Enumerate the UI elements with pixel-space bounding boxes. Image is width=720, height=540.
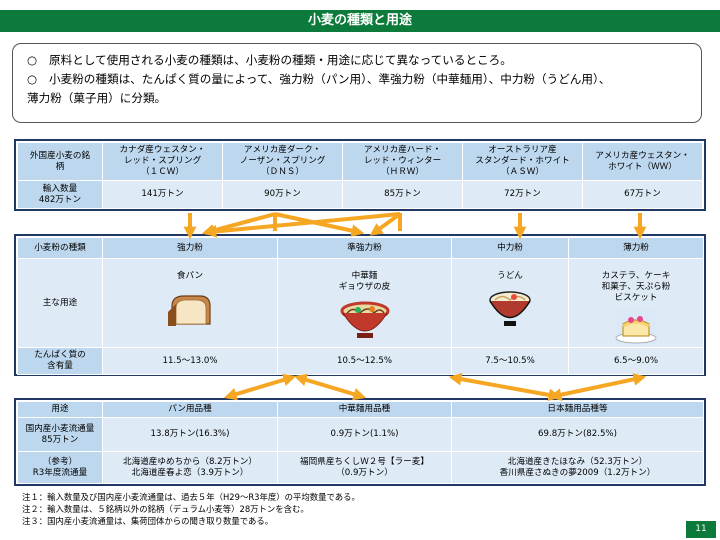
udon-bowl-icon: [489, 291, 531, 326]
flour-table: 小麦粉の種類 強力粉 準強力粉 中力粉 薄力粉 主な用途 食パン 中華麺 ギョウ…: [17, 237, 704, 375]
summary-bullet: ○ 原料として使用される小麦の種類は、小麦粉の種類・用途に応じて異なっているとこ…: [27, 51, 691, 70]
summary-bullet: ○ 小麦粉の種類は、たんぱく質の量によって、強力粉（パン用）、準強力粉（中華麺用…: [27, 70, 691, 89]
flour-type-soft: 薄力粉: [568, 237, 704, 259]
flour-type-semi-strong: 準強力粉: [277, 237, 452, 259]
protein-semi-strong: 10.5～12.5%: [277, 347, 452, 375]
summary-line-continued: 薄力粉（菓子用）に分類。: [27, 91, 167, 105]
volume-dns: 90万トン: [222, 180, 343, 209]
use-strong: 食パン: [102, 258, 278, 348]
protein-strong: 11.5～13.0%: [102, 347, 278, 375]
cake-icon: [615, 310, 657, 344]
circulation-label: 国内産小麦流通量 85万トン: [17, 417, 103, 452]
arrow-bread-link: [223, 373, 297, 401]
group-chinese-noodle: 中華麺用品種: [277, 401, 452, 418]
variety-hrw: アメリカ産ハード・ レッド・ウィンター （ＨＲＷ）: [342, 142, 463, 181]
arrow-hrw-to-semi: [369, 212, 402, 236]
summary-line: 小麦粉の種類は、たんぱく質の量によって、強力粉（パン用）、準強力粉（中華麺用）、…: [49, 72, 611, 86]
circulation-bread: 13.8万トン(16.3%): [102, 417, 278, 452]
use-soft: カステラ、ケーキ 和菓子、天ぷら粉 ビスケット: [568, 258, 704, 348]
use-strong-text: 食パン: [176, 271, 204, 281]
flour-type-strong: 強力粉: [102, 237, 278, 259]
protein-soft: 6.5～9.0%: [568, 347, 704, 375]
arrow-chinese-link: [293, 373, 367, 401]
volume-ww: 67万トン: [582, 180, 703, 209]
use-soft-text: カステラ、ケーキ 和菓子、天ぷら粉 ビスケット: [601, 271, 671, 303]
variety-1cw: カナダ産ウェスタン・ レッド・スプリング （１ＣＷ）: [102, 142, 223, 181]
flour-type-medium: 中力粉: [451, 237, 569, 259]
volume-hrw: 85万トン: [342, 180, 463, 209]
summary-box: ○ 原料として使用される小麦の種類は、小麦粉の種類・用途に応じて異なっているとこ…: [12, 43, 702, 123]
use-semi-strong-text: 中華麺 ギョウザの皮: [338, 271, 391, 292]
variety-ww: アメリカ産ウェスタン・ ホワイト（ＷＷ）: [582, 142, 703, 181]
protein-medium: 7.5～10.5%: [451, 347, 569, 375]
use-semi-strong: 中華麺 ギョウザの皮: [277, 258, 452, 348]
reference-bread: 北海道産ゆめちから（8.2万トン） 北海道産春よ恋（3.9万トン）: [102, 451, 278, 484]
import-variety-label: 外国産小麦の銘柄: [17, 142, 103, 181]
protein-label: たんぱく質の 含有量: [17, 347, 103, 375]
footnote-3: 注３：国内産小麦流通量は、集荷団体からの聞き取り数量である。: [22, 516, 274, 526]
page-title: 小麦の種類と用途: [0, 10, 720, 32]
variety-asw: オーストラリア産 スタンダード・ホワイト （ＡＳＷ）: [462, 142, 583, 181]
ramen-bowl-icon: [340, 301, 389, 338]
summary-line: 原料として使用される小麦の種類は、小麦粉の種類・用途に応じて異なっているところ。: [49, 53, 512, 67]
circulation-chinese-noodle: 0.9万トン(1.1%): [277, 417, 452, 452]
reference-label: （参考） R3年度流通量: [17, 451, 103, 484]
arrow-dns-to-strong: [201, 212, 276, 237]
domestic-table: 用途 パン用品種 中華麺用品種 日本麺用品種等 国内産小麦流通量 85万トン 1…: [17, 401, 704, 484]
bullet-circle-icon: ○: [27, 53, 38, 67]
use-medium-text: うどん: [497, 271, 523, 281]
variety-dns: アメリカ産ダーク・ ノーザン・スプリング （ＤＮＳ）: [222, 142, 343, 181]
circulation-japanese-noodle: 69.8万トン(82.5%): [451, 417, 704, 452]
bullet-circle-icon: ○: [27, 72, 38, 86]
import-volume-label: 輸入数量 482万トン: [17, 180, 103, 209]
arrow-japanese-soft-link: [548, 373, 647, 401]
page-number: 11: [686, 521, 716, 538]
group-bread: パン用品種: [102, 401, 278, 418]
reference-japanese-noodle: 北海道産きたほなみ（52.3万トン） 香川県産さぬきの夢2009（1.2万トン）: [451, 451, 704, 484]
main-use-label: 主な用途: [17, 258, 103, 348]
import-table-frame: [14, 139, 706, 211]
volume-1cw: 141万トン: [102, 180, 223, 209]
flour-type-label: 小麦粉の種類: [17, 237, 103, 259]
arrow-hrw-to-strong: [203, 212, 401, 238]
footnote-1: 注１：輸入数量及び国内産小麦流通量は、過去５年（H29～R3年度）の平均数量であ…: [22, 492, 360, 502]
arrow-japanese-medium-link: [448, 372, 562, 402]
volume-asw: 72万トン: [462, 180, 583, 209]
bread-icon: [168, 295, 211, 326]
import-table: 外国産小麦の銘柄 カナダ産ウェスタン・ レッド・スプリング （１ＣＷ） アメリカ…: [17, 142, 703, 209]
footnote-2: 注２：輸入数量は、５銘柄以外の銘柄（デュラム小麦等）28万トンを含む。: [22, 504, 309, 514]
